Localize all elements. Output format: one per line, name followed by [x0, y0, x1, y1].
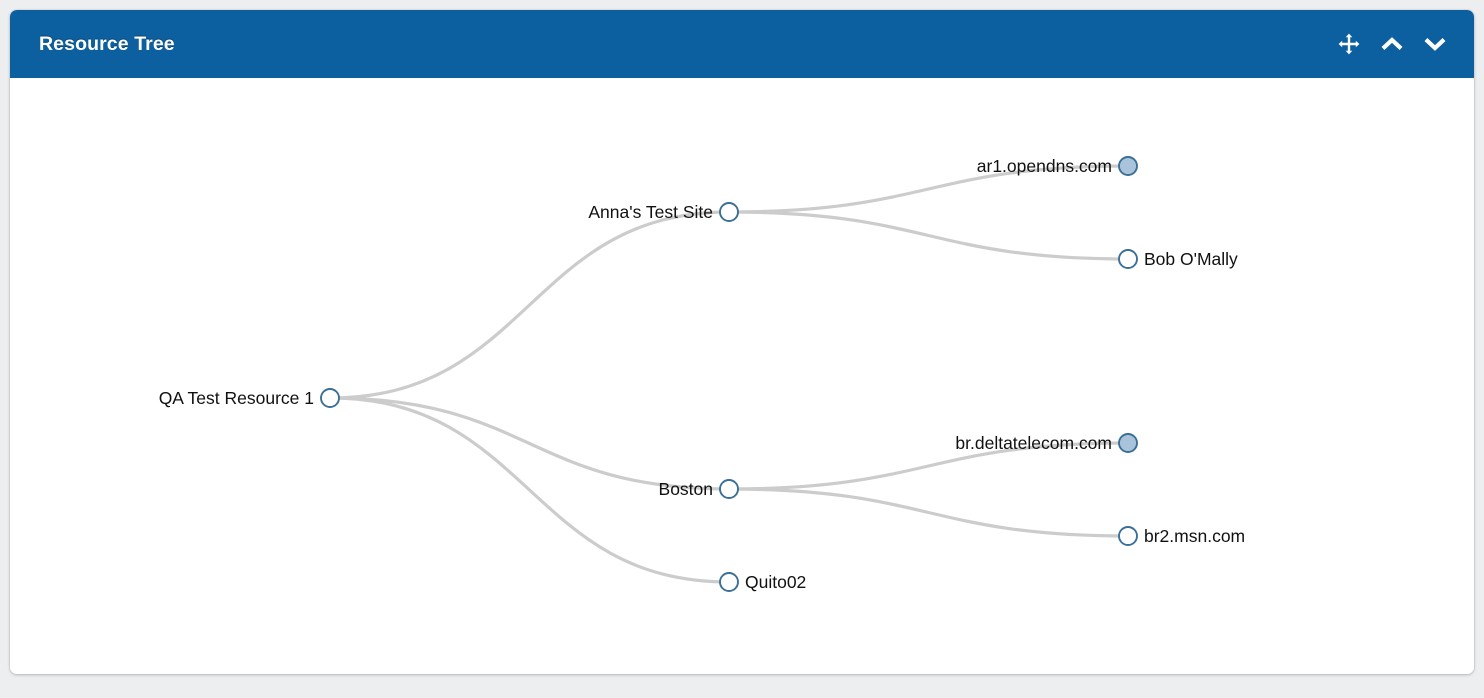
tree-node-circle[interactable] [320, 388, 340, 408]
panel-header-tools [1336, 31, 1448, 57]
tree-node-circle[interactable] [1118, 156, 1138, 176]
move-icon[interactable] [1336, 31, 1362, 57]
tree-node[interactable]: ar1.opendns.com [977, 156, 1138, 176]
chevron-down-icon[interactable] [1422, 31, 1448, 57]
tree-links-layer [328, 164, 1130, 584]
tree-link [727, 210, 1130, 261]
tree-link [328, 396, 731, 584]
tree-node-circle[interactable] [1118, 249, 1138, 269]
tree-link [727, 487, 1130, 538]
tree-node-circle[interactable] [719, 572, 739, 592]
tree-link [727, 441, 1130, 491]
tree-node-label: Boston [659, 479, 713, 499]
tree-node-circle[interactable] [719, 479, 739, 499]
resource-tree-graph[interactable]: QA Test Resource 1 Anna's Test SiteBoston… [10, 78, 1474, 674]
tree-node-label: br.deltatelecom.com [955, 433, 1112, 453]
tree-node-label: Anna's Test Site [588, 202, 713, 222]
tree-node[interactable]: Quito02 [719, 572, 806, 592]
tree-node[interactable]: br2.msn.com [1118, 526, 1245, 546]
tree-node-label: br2.msn.com [1144, 526, 1245, 546]
tree-node-label: ar1.opendns.com [977, 156, 1112, 176]
tree-node[interactable]: Boston [659, 479, 739, 499]
chevron-up-icon[interactable] [1379, 31, 1405, 57]
tree-node-circle[interactable] [1118, 433, 1138, 453]
tree-node-circle[interactable] [1118, 526, 1138, 546]
tree-node[interactable]: QA Test Resource 1 [159, 388, 340, 408]
tree-node-circle[interactable] [719, 202, 739, 222]
tree-link [328, 210, 731, 400]
tree-node[interactable]: br.deltatelecom.com [955, 433, 1138, 453]
tree-node-label: Quito02 [745, 572, 806, 592]
tree-node-label: QA Test Resource 1 [159, 388, 314, 408]
page-title: Resource Tree [39, 32, 175, 55]
tree-link [328, 396, 731, 491]
tree-nodes-layer: QA Test Resource 1 Anna's Test SiteBoston… [159, 156, 1245, 592]
tree-link [727, 164, 1130, 214]
tree-node[interactable]: Bob O'Mally [1118, 249, 1238, 269]
tree-node[interactable]: Anna's Test Site [588, 202, 739, 222]
tree-node-label: Bob O'Mally [1144, 249, 1238, 269]
panel-header: Resource Tree [10, 10, 1474, 78]
resource-tree-panel: Resource Tree [10, 10, 1474, 674]
